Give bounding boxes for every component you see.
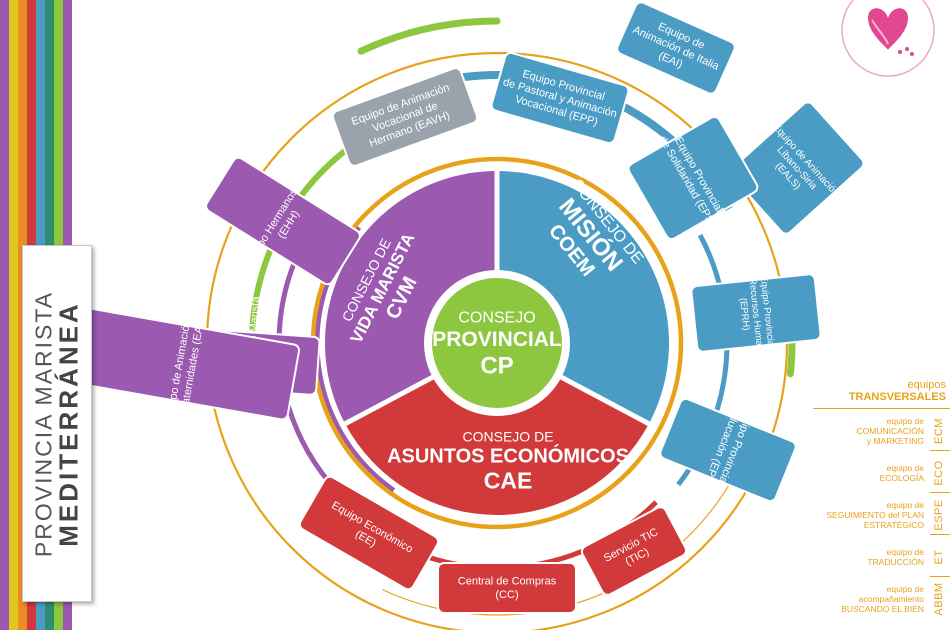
item-divider bbox=[930, 534, 950, 535]
item-divider bbox=[930, 492, 950, 493]
item-divider bbox=[930, 450, 950, 451]
team-eprh-line: (EPRH) bbox=[737, 297, 751, 331]
transversal-item-eco: equipo de ECOLOGÍA ECO bbox=[813, 453, 950, 493]
team-cc-line: Central de Compras bbox=[458, 576, 557, 588]
item-label: COMUNICACIÓN bbox=[856, 425, 924, 436]
center-circle bbox=[432, 278, 562, 408]
item-abbr: ECO bbox=[933, 460, 945, 486]
logo-heart-icon bbox=[868, 8, 908, 50]
team-eprh-box bbox=[690, 273, 822, 353]
cae-label-line: CAE bbox=[484, 467, 533, 493]
item-label: equipo de bbox=[886, 415, 924, 426]
item-label: SEGUIMIENTO del PLAN bbox=[826, 509, 924, 520]
team-cc-box bbox=[437, 562, 577, 614]
transversal-title1: equipos bbox=[907, 379, 946, 391]
logo-dot-3 bbox=[910, 52, 914, 56]
center-label-line: CONSEJO bbox=[458, 309, 535, 326]
item-divider bbox=[930, 576, 950, 577]
item-label: equipo de bbox=[886, 546, 924, 557]
transversal-title2: TRANSVERSALES bbox=[848, 390, 946, 403]
item-label: equipo de bbox=[886, 462, 924, 473]
transversal-item-et: equipo de TRADUCCIÓN ET bbox=[813, 537, 950, 577]
team-eai-box bbox=[616, 1, 736, 95]
item-label: y MARKETING bbox=[866, 436, 924, 447]
banner-line2: MEDITERRÁNEA bbox=[53, 300, 84, 547]
team-eavh-box bbox=[331, 67, 479, 167]
team-tic-box bbox=[580, 506, 688, 596]
team-eps-box bbox=[627, 115, 759, 241]
stripe-2 bbox=[9, 0, 18, 630]
cae-label-line: ASUNTOS ECONÓMICOS bbox=[387, 444, 629, 468]
item-abbr: ET bbox=[933, 549, 945, 565]
team-eals-box bbox=[729, 101, 865, 235]
banner-line1: PROVINCIA MARISTA bbox=[30, 290, 57, 557]
transversal-teams-panel: equipos TRANSVERSALES equipo de COMUNICA… bbox=[813, 378, 950, 630]
item-abbr: ABBM bbox=[933, 582, 945, 616]
item-label: BUSCANDO EL BIEN bbox=[841, 604, 924, 615]
logo-dot-2 bbox=[905, 47, 909, 51]
transversal-item-espe: equipo de SEGUIMIENTO del PLAN ESTRATÉGI… bbox=[813, 495, 950, 535]
transversal-divider bbox=[813, 408, 950, 409]
team-epp-box bbox=[490, 51, 630, 145]
item-label: ECOLOGÍA bbox=[879, 473, 924, 483]
team-ehh: Equipo Hermanos Hoy(EHH) bbox=[205, 156, 361, 286]
transversal-item-ecm: equipo de COMUNICACIÓN y MARKETING ECM bbox=[813, 411, 950, 451]
item-label: acompañamiento bbox=[858, 593, 924, 604]
team-ehh-box bbox=[205, 156, 361, 286]
center-label-line: PROVINCIAL bbox=[432, 328, 562, 351]
team-epe-box bbox=[659, 397, 797, 503]
item-label: equipo de bbox=[886, 499, 924, 510]
item-label: equipo de bbox=[886, 583, 924, 594]
cae-label-line: CONSEJO DE bbox=[462, 428, 553, 444]
logo-dot-1 bbox=[898, 50, 902, 54]
item-label: ESTRATÉGICO bbox=[863, 520, 924, 531]
stripe-1 bbox=[0, 0, 9, 630]
transversal-item-abbm: equipo de acompañamiento BUSCANDO EL BIE… bbox=[813, 579, 950, 619]
province-banner: PROVINCIA MARISTA MEDITERRÁNEA bbox=[22, 245, 92, 602]
transversal-header: equipos TRANSVERSALES bbox=[848, 379, 946, 403]
team-tic: Servicio TIC(TIC) bbox=[580, 506, 688, 596]
center-label-line: CP bbox=[480, 352, 513, 379]
item-abbr: ECM bbox=[933, 418, 945, 444]
item-label: TRADUCCIÓN bbox=[867, 557, 924, 567]
team-cc-line: (CC) bbox=[495, 589, 518, 601]
outer-accent-arc bbox=[357, 17, 501, 55]
logo-accent-stroke bbox=[871, 19, 889, 45]
item-abbr: ESPE bbox=[933, 499, 945, 531]
team-ee-box bbox=[298, 475, 440, 591]
team-cc: Central de Compras(CC) bbox=[437, 562, 577, 614]
